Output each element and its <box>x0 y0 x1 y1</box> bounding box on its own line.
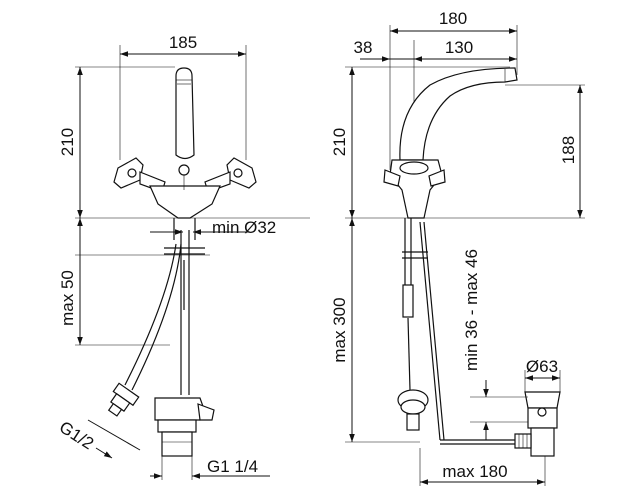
g12-connector <box>107 382 140 417</box>
rod-range-label: min 36 - max 46 <box>462 249 481 371</box>
deck-thickness-label: max 50 <box>58 270 77 326</box>
g12-label: G1/2 <box>56 417 97 453</box>
waste-diameter-label: Ø63 <box>526 357 558 376</box>
rod-length-label: max 180 <box>442 462 507 481</box>
left-cross-handle <box>113 157 166 193</box>
flexible-hose <box>124 243 177 386</box>
front-spout <box>175 67 195 160</box>
side-waste <box>514 391 561 457</box>
front-body <box>149 185 221 219</box>
front-height-label: 210 <box>58 128 77 156</box>
side-spout <box>399 67 518 161</box>
side-height-label: 210 <box>330 128 349 156</box>
side-offset-label: 38 <box>354 38 373 57</box>
side-view <box>345 25 585 486</box>
hole-diameter-label: min Ø32 <box>212 218 276 237</box>
g114-label: G1 1/4 <box>207 457 258 476</box>
below-deck-label: max 300 <box>330 297 349 362</box>
spout-height-label: 188 <box>559 136 578 164</box>
front-width-label: 185 <box>169 33 197 52</box>
side-reach-label: 130 <box>445 38 473 57</box>
front-view <box>75 45 310 480</box>
side-hose-connector <box>397 389 429 431</box>
side-total-width-label: 180 <box>439 9 467 28</box>
front-waste <box>154 397 215 457</box>
